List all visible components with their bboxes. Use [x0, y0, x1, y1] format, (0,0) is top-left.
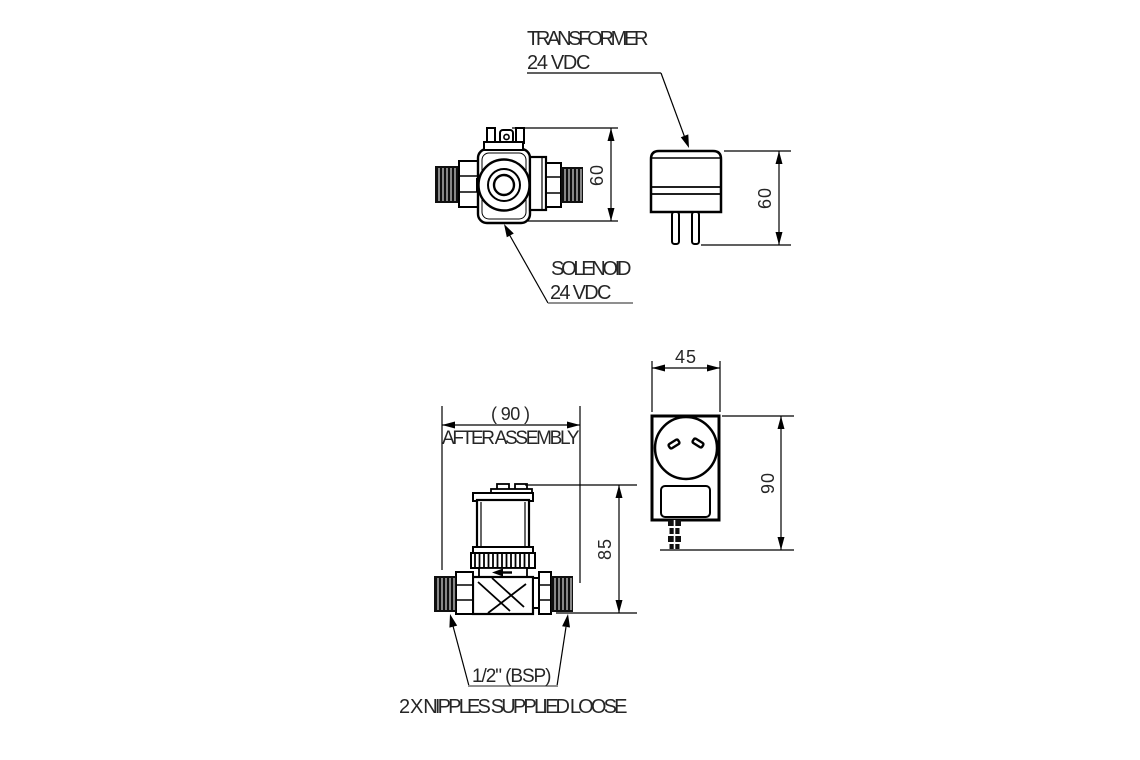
transformer-front-view [650, 414, 721, 549]
arrowhead-icon [777, 537, 785, 550]
arrowhead-icon [652, 364, 665, 372]
transformer-socket-face [653, 415, 719, 481]
arrowhead-icon [775, 151, 783, 164]
transformer-cable [668, 520, 681, 549]
dim-transformer-side-height-value: 60 [755, 187, 775, 209]
bsp-callout: 1/2" (BSP) [449, 614, 570, 687]
solenoid-valve-front-view [434, 483, 573, 616]
arrowhead-icon [607, 208, 615, 221]
arrowhead-icon [607, 128, 615, 141]
arrowhead-icon [562, 614, 570, 628]
transformer-leader-line [527, 72, 689, 148]
transformer-pin-slots [667, 437, 705, 450]
arrowhead-icon [777, 416, 785, 429]
dimension-transformer-front-height: 90 [660, 415, 794, 551]
arrowhead-icon [775, 232, 783, 245]
dimension-transformer-side-height: 60 [701, 150, 791, 246]
valve-front-knurled-nut [470, 552, 536, 569]
valve-front-adapter [478, 567, 528, 578]
transformer-callout-line2: 24 VDC [527, 52, 591, 74]
transformer-callout-line1: TRANSFORMER [527, 28, 649, 50]
transformer-callout: TRANSFORMER 24 VDC [527, 28, 689, 148]
solenoid-callout-line2: 24 VDC [550, 282, 612, 304]
nipples-note: 2 X NIPPLES SUPPLIED LOOSE [399, 696, 628, 718]
dim-valve-front-width-value: ( 90 ) [491, 404, 531, 424]
dim-transformer-front-height-value: 90 [758, 472, 778, 494]
valve-side-right-fittings [528, 155, 583, 212]
valve-side-left-thread [435, 166, 459, 203]
dim-valve-side-height-value: 60 [587, 164, 607, 186]
valve-front-coil [472, 483, 534, 555]
arrowhead-icon [615, 600, 623, 613]
dim-valve-front-width-note: AFTER ASSEMBLY [442, 428, 580, 449]
transformer-label-panel [660, 485, 711, 518]
valve-side-connector [483, 127, 525, 151]
arrowhead-icon [707, 364, 720, 372]
solenoid-callout: SOLENOID 24 VDC [504, 224, 633, 304]
arrowhead-icon [615, 485, 623, 498]
arrowhead-icon [504, 224, 514, 238]
flow-arrow-icon [492, 568, 503, 577]
arrowhead-icon [442, 421, 455, 429]
dimension-transformer-front-width: 45 [651, 347, 721, 412]
valve-side-left-nut [458, 160, 479, 208]
valve-side-center-boss [476, 158, 532, 212]
dimension-valve-side-height: 60 [512, 127, 618, 222]
dim-valve-front-height-value: 85 [595, 538, 615, 560]
valve-front-body [471, 575, 535, 616]
bsp-label: 1/2" (BSP) [472, 666, 552, 687]
transformer-side-view [649, 149, 723, 245]
transformer-side-prongs [671, 211, 700, 245]
dimension-valve-front-width: ( 90 ) AFTER ASSEMBLY [441, 404, 581, 583]
solenoid-callout-line1: SOLENOID [551, 258, 632, 280]
dimension-valve-front-height: 85 [525, 484, 637, 614]
arrowhead-icon [680, 134, 689, 148]
solenoid-valve-side-view [435, 127, 583, 225]
arrowhead-icon [449, 614, 458, 628]
dim-transformer-front-width-value: 45 [675, 347, 697, 367]
valve-front-right-fittings [532, 571, 573, 615]
valve-front-left-fittings [434, 571, 474, 615]
arrowhead-icon [567, 421, 580, 429]
